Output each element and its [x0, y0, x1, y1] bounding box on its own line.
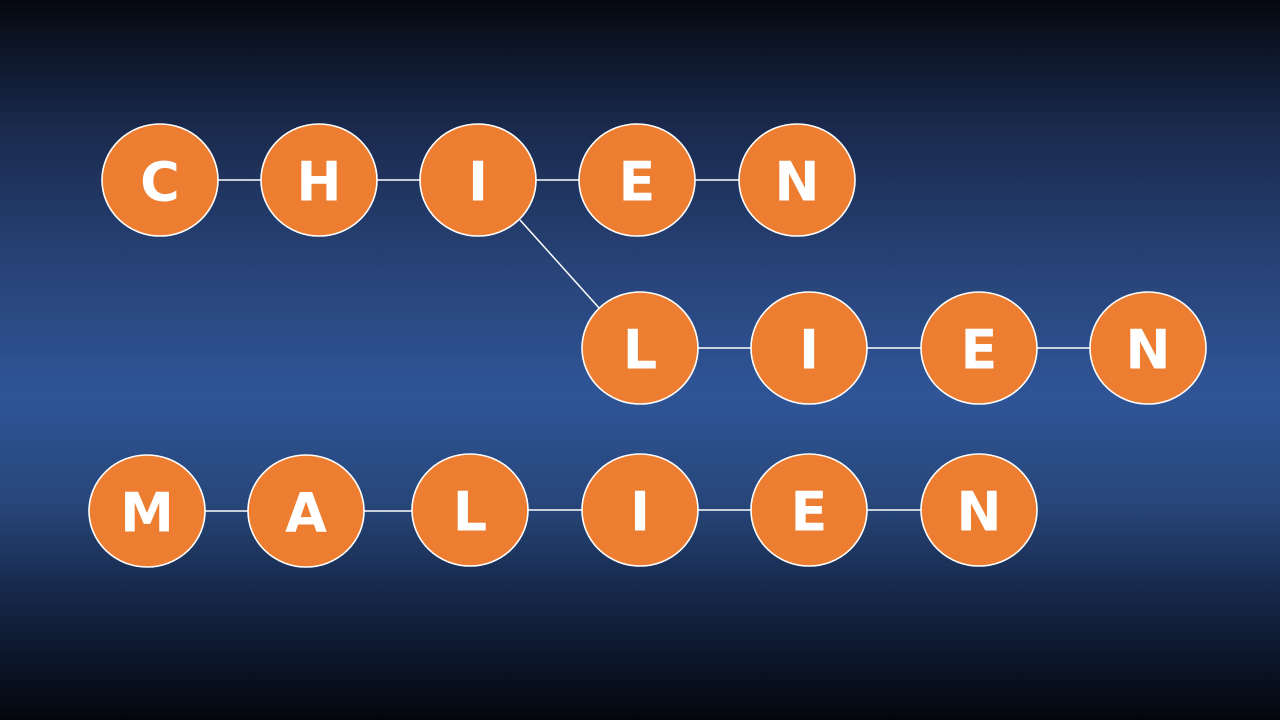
node-letter: I	[468, 151, 488, 214]
node-chien-n: N	[738, 123, 856, 237]
node-malien-i: I	[581, 453, 699, 567]
node-letter: L	[623, 319, 657, 382]
node-lien-l: L	[581, 291, 699, 405]
word-lien: L I E N	[581, 291, 1207, 405]
node-letter: M	[120, 482, 174, 545]
node-lien-e: E	[920, 291, 1038, 405]
node-letter: A	[285, 482, 327, 545]
node-circle	[101, 123, 219, 237]
node-letter: E	[961, 319, 998, 382]
node-circle	[578, 123, 696, 237]
node-circle	[581, 453, 699, 567]
node-circle	[260, 123, 378, 237]
node-letter: L	[453, 481, 487, 544]
node-malien-n: N	[920, 453, 1038, 567]
node-circle	[1089, 291, 1207, 405]
node-lien-i: I	[750, 291, 868, 405]
node-circle	[411, 453, 529, 567]
node-letter: E	[619, 151, 656, 214]
node-malien-l: L	[411, 453, 529, 567]
node-lien-n: N	[1089, 291, 1207, 405]
node-chien-h: H	[260, 123, 378, 237]
node-letter: N	[774, 151, 819, 214]
node-circle	[738, 123, 856, 237]
node-circle	[88, 454, 206, 568]
node-letter: N	[956, 481, 1001, 544]
node-circle	[920, 291, 1038, 405]
node-letter: E	[791, 481, 828, 544]
node-circle	[581, 291, 699, 405]
connectors	[204, 179, 1091, 512]
node-letter: C	[140, 151, 180, 214]
node-circle	[419, 123, 537, 237]
node-malien-m: M	[88, 454, 206, 568]
word-malien: M A L I E N	[88, 453, 1038, 568]
connector-i-l-branch	[519, 219, 601, 310]
node-letter: I	[630, 481, 650, 544]
word-chien: C H I E N	[101, 123, 856, 237]
node-malien-e: E	[750, 453, 868, 567]
node-circle	[247, 454, 365, 568]
node-letter: I	[799, 319, 819, 382]
node-letter: H	[296, 151, 341, 214]
node-chien-e: E	[578, 123, 696, 237]
node-chien-i: I	[419, 123, 537, 237]
node-chien-c: C	[101, 123, 219, 237]
node-malien-a: A	[247, 454, 365, 568]
node-circle	[920, 453, 1038, 567]
node-circle	[750, 291, 868, 405]
node-letter: N	[1125, 319, 1170, 382]
node-circle	[750, 453, 868, 567]
